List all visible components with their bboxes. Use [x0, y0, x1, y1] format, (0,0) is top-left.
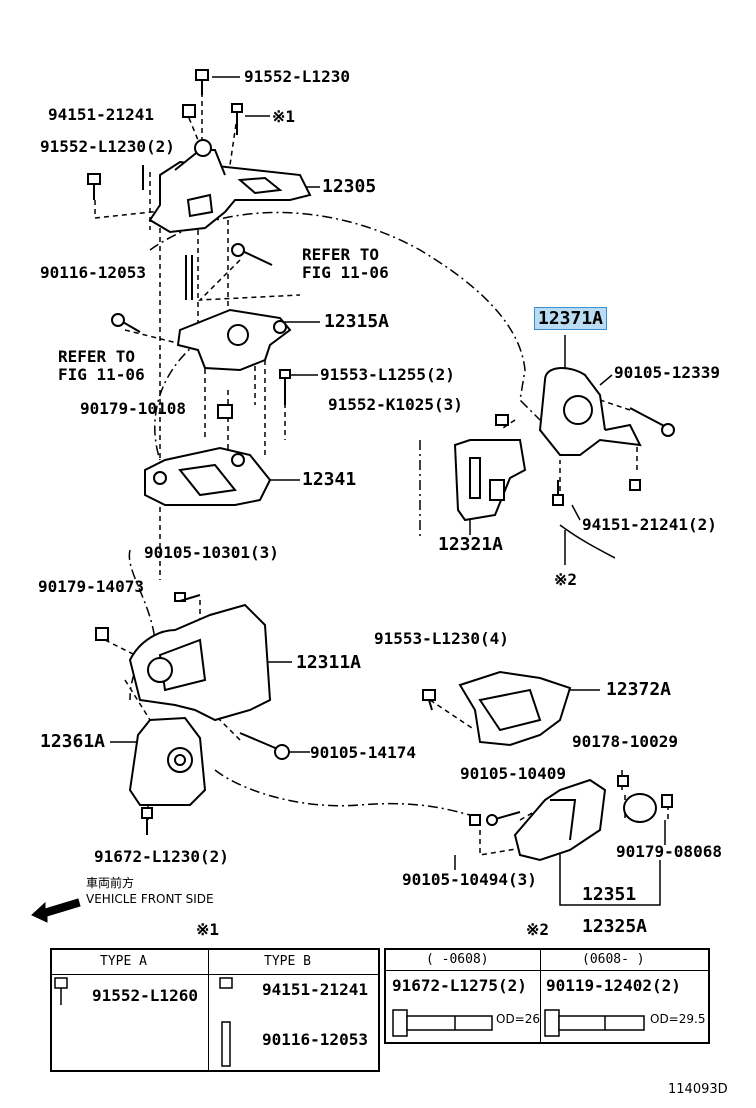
part-label: 90105-10409 [460, 764, 566, 783]
column-header: ( -0608) [426, 952, 489, 967]
part-label: 91672-L1230(2) [94, 847, 229, 866]
column-header: TYPE B [264, 954, 311, 969]
dimension-label: OD=26 [496, 1012, 541, 1026]
dimension-label: OD=29.5 [650, 1012, 706, 1026]
part-label: 90178-10029 [572, 732, 678, 751]
divider [208, 950, 209, 1070]
fastener-table-2: ( -0608) (0608- ) 91672-L1275(2) 90119-1… [384, 948, 710, 1044]
divider [540, 950, 541, 1042]
part-label: 91553-L1255(2) [320, 365, 455, 384]
refer-label: FIG 11-06 [58, 365, 145, 384]
direction-label-jp: 車両前方 [86, 876, 135, 890]
part-label: 90105-10301(3) [144, 543, 279, 562]
part-label: 12372A [606, 679, 672, 700]
mark-label: ※1 [272, 107, 296, 126]
figure-id: 114093D [668, 1082, 728, 1097]
part-label: 90179-08068 [616, 842, 722, 861]
part-label: 90116-12053 [262, 1030, 368, 1049]
refer-label: REFER TO [58, 347, 136, 366]
part-label: 91552-L1260 [92, 986, 198, 1005]
part-label: 91553-L1230(4) [374, 629, 509, 648]
part-label: 12311A [296, 652, 362, 673]
part-label: 12305 [322, 176, 377, 197]
part-label: 90105-14174 [310, 743, 416, 762]
divider [52, 974, 378, 975]
mark-label: ※2 [526, 920, 550, 939]
part-label: 12315A [324, 311, 390, 332]
part-label: 12321A [438, 534, 504, 555]
direction-label-en: VEHICLE FRONT SIDE [86, 892, 214, 906]
part-label: 91552-L1230 [244, 67, 350, 86]
highlighted-part-label[interactable]: 12371A [534, 307, 608, 330]
part-label: 12361A [40, 731, 106, 752]
mark-label: ※1 [196, 920, 220, 939]
part-label: 94151-21241(2) [582, 515, 717, 534]
highlight-box[interactable]: 12371A [534, 307, 608, 330]
part-label: 91552-K1025(3) [328, 395, 463, 414]
part-label: 90119-12402(2) [546, 976, 681, 995]
refer-label: FIG 11-06 [302, 263, 389, 282]
part-label: 12341 [302, 469, 357, 490]
mark-label: ※2 [554, 570, 578, 589]
part-label: 12325A [582, 916, 648, 937]
refer-label: REFER TO [302, 245, 380, 264]
fastener-table-1: TYPE A TYPE B 91552-L1260 94151-21241 90… [50, 948, 380, 1072]
column-header: TYPE A [100, 954, 147, 969]
direction-arrow-icon [30, 898, 82, 924]
part-label: 90179-14073 [38, 577, 144, 596]
part-label: 90179-10108 [80, 399, 186, 418]
part-label: 90105-10494(3) [402, 870, 537, 889]
part-label: 94151-21241 [48, 105, 154, 124]
part-label: 90105-12339 [614, 363, 720, 382]
part-label: 90116-12053 [40, 263, 146, 282]
part-label: 91672-L1275(2) [392, 976, 527, 995]
part-label: 91552-L1230(2) [40, 137, 175, 156]
part-label: 12351 [582, 884, 637, 905]
part-label: 94151-21241 [262, 980, 368, 999]
column-header: (0608- ) [582, 952, 645, 967]
divider [386, 970, 708, 971]
